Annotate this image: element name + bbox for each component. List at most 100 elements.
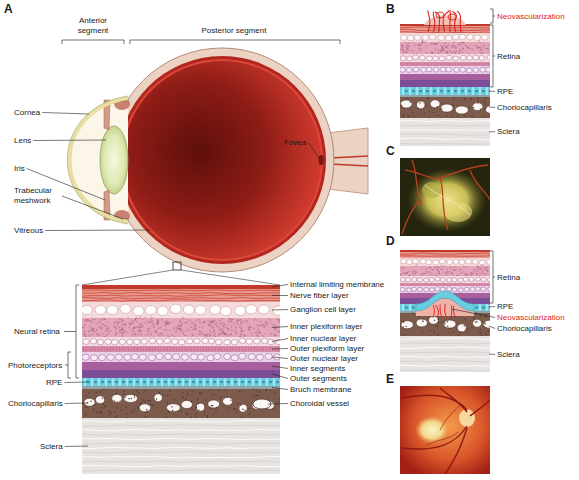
choriocapillaris: [400, 97, 490, 118]
pigment-dot: [403, 320, 404, 321]
synapse-mesh: [241, 327, 242, 329]
synapse-mesh: [403, 51, 404, 53]
photoreceptor-segment: [177, 362, 178, 370]
rpe-cell-border: [99, 378, 100, 386]
fundus-photo-e: [400, 386, 490, 474]
leader-line: [64, 382, 88, 384]
photoreceptor-segment: [115, 362, 116, 370]
cell: [460, 67, 466, 72]
synapse-mesh: [122, 329, 124, 330]
photoreceptor-segment: [241, 362, 242, 370]
choroidal-capillary: [239, 404, 247, 412]
pigment-dot: [240, 405, 241, 406]
cell: [480, 67, 486, 72]
pigment-dot: [85, 414, 86, 415]
pigment-dot: [140, 402, 141, 403]
synapse-mesh: [167, 335, 170, 337]
cell: [413, 259, 419, 264]
photoreceptor-segment: [449, 74, 450, 80]
photoreceptor-segment: [401, 298, 402, 304]
synapse-mesh: [103, 335, 105, 337]
rpe-cell-border: [473, 87, 474, 95]
synapse-mark: [92, 347, 94, 351]
synapse-mesh: [84, 320, 87, 322]
photoreceptor-segment: [405, 293, 406, 298]
part-label: Posterior segment: [199, 26, 269, 35]
pigment-dot: [167, 402, 168, 403]
rpe-nucleus: [433, 90, 436, 93]
pigment-dot: [205, 399, 206, 400]
pigment-dot: [116, 389, 117, 390]
synapse-mesh: [257, 330, 259, 332]
synapse-mesh: [223, 325, 225, 327]
pigment-dot: [144, 390, 145, 391]
rpe-nucleus: [122, 381, 125, 384]
photoreceptor-segment: [413, 293, 414, 298]
synapse-mesh: [110, 330, 111, 331]
photoreceptor-segment: [229, 362, 230, 370]
pigment-dot: [447, 325, 448, 326]
synapse-mesh: [139, 326, 141, 328]
pigment-dot: [128, 398, 129, 399]
synapse-mesh: [185, 318, 187, 319]
choroidal-capillary: [400, 100, 412, 108]
pigment-dot: [96, 411, 97, 412]
synapse-mesh: [176, 328, 179, 330]
cell: [406, 68, 412, 73]
photoreceptor-segment: [423, 74, 424, 80]
rpe-nucleus: [454, 90, 457, 93]
synapse-mesh: [437, 52, 440, 54]
synapse-mark: [428, 284, 430, 285]
pigment-dot: [265, 389, 266, 390]
photoreceptor-segment: [437, 80, 438, 87]
cell: [411, 287, 416, 291]
pigment-dot: [218, 390, 219, 391]
synapse-mesh: [135, 320, 137, 321]
photoreceptor-segment: [177, 370, 178, 378]
synapse-mesh: [448, 44, 449, 46]
rpe-nucleus: [412, 90, 415, 93]
part-label: Inner segments: [290, 364, 345, 373]
scleral-fiber: [400, 347, 490, 348]
photoreceptor-segment: [447, 74, 448, 80]
synapse-mesh: [244, 335, 246, 337]
synapse-mark: [116, 347, 118, 351]
photoreceptor-segment: [225, 362, 226, 370]
part-label: Choroidal vessel: [290, 399, 349, 408]
synapse-mesh: [449, 50, 451, 51]
scleral-fiber: [400, 134, 490, 136]
photoreceptor-segment: [487, 74, 488, 80]
nerve-fiber-layer: [400, 252, 490, 258]
pigment-dot: [104, 398, 105, 399]
synapse-mesh: [209, 330, 211, 332]
photoreceptor-segment: [425, 80, 426, 87]
pigment-dot: [131, 398, 132, 399]
synapse-mesh: [175, 331, 176, 333]
rpe-nucleus: [192, 381, 195, 384]
synapse-mark: [245, 347, 247, 351]
photoreceptor-segment: [221, 362, 222, 370]
outer-plexiform-layer: [82, 346, 280, 352]
photoreceptor-segment: [159, 362, 160, 370]
leader-line: [272, 339, 288, 342]
photoreceptor-segment: [125, 370, 126, 378]
pigment-dot: [479, 332, 480, 333]
rpe-nucleus: [185, 381, 188, 384]
cell: [127, 339, 133, 345]
synapse-mesh: [461, 51, 463, 53]
ganglion-cell-layer: [400, 258, 490, 266]
synapse-mesh: [407, 271, 410, 273]
synapse-mesh: [176, 330, 177, 332]
photoreceptor-segment: [109, 370, 110, 378]
cell: [141, 339, 147, 345]
synapse-mesh: [441, 49, 444, 50]
synapse-mesh: [476, 273, 477, 275]
photoreceptor-segment: [85, 362, 86, 370]
synapse-mesh: [92, 329, 94, 331]
synapse-mesh: [89, 326, 90, 327]
synapse-mark: [251, 347, 253, 351]
photoreceptor-segment: [489, 293, 490, 298]
synapse-mesh: [462, 42, 464, 43]
cell: [83, 339, 89, 345]
photoreceptor-segment: [427, 80, 428, 87]
